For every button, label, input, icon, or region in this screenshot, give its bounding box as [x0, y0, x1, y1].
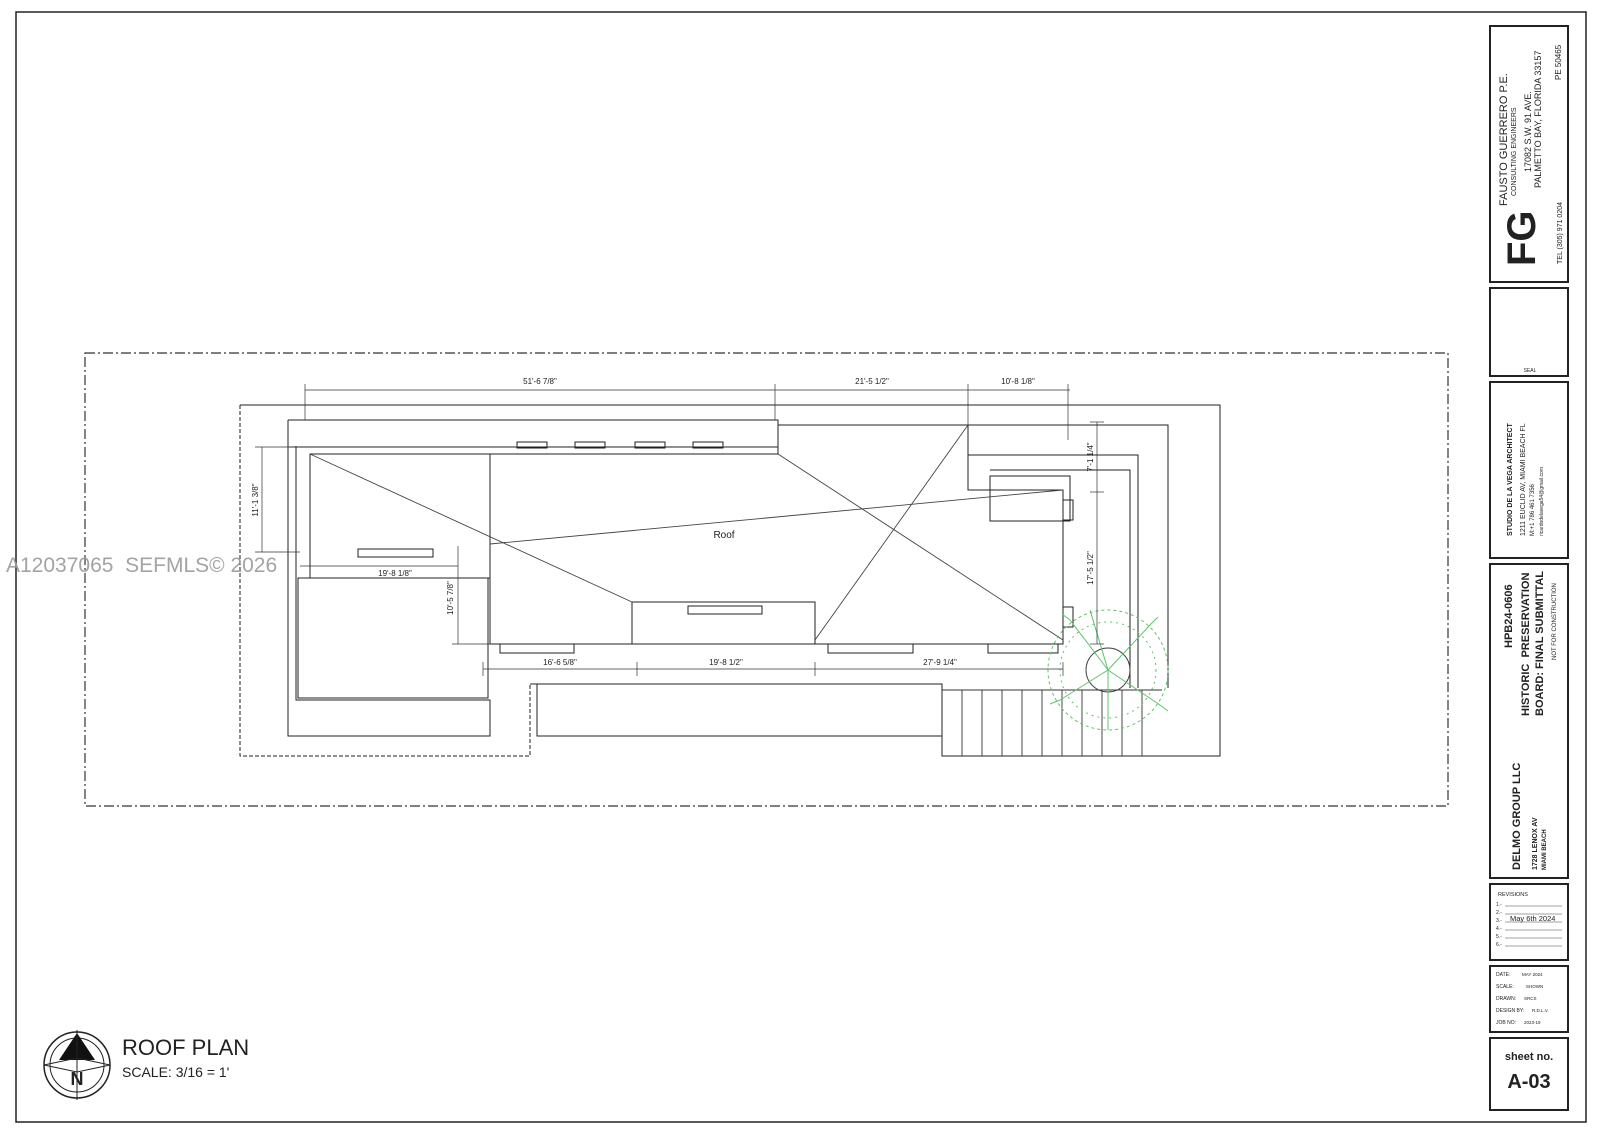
plan-scale: SCALE: 3/16 = 1': [122, 1064, 229, 1080]
info-scale-label: SCALE:: [1496, 984, 1514, 990]
roof-label: Roof: [713, 530, 734, 541]
client-address-1: 1728 LENOX AV: [1532, 817, 1539, 870]
sheet-border: [15, 11, 1587, 1123]
architect-name: STUDIO DE LA VEGA ARCHITECT: [1507, 422, 1514, 536]
revision-item-5: 5.-: [1496, 934, 1502, 940]
dim-mid-1: 19'-8 1/8": [378, 569, 412, 578]
north-letter: N: [71, 1069, 84, 1089]
dim-top-1: 51'-6 7/8": [523, 377, 557, 386]
north-arrow-icon: [43, 1030, 111, 1100]
watermark: A12037065 SEFMLS© 2026: [6, 554, 277, 577]
tree-icon: [1047, 609, 1169, 731]
info-drawn-value: SRCS: [1524, 996, 1537, 1001]
building-outline: [239, 404, 1221, 757]
engineer-logo: FG: [1500, 210, 1544, 266]
info-date-label: DATE:: [1496, 972, 1510, 978]
dimension-lines: [255, 384, 1104, 676]
revision-3-value: May 6th 2024: [1510, 914, 1555, 923]
engineer-name: FAUSTO GUERRERO P.E.: [1498, 73, 1510, 206]
architect-phone: M:+1 786 461 7356: [1530, 483, 1536, 536]
engineer-address-1: 17082 S.W. 91 AVE.: [1523, 91, 1533, 172]
engineer-tel: TEL (305) 971 0204: [1557, 202, 1564, 264]
engineer-subtitle: CONSULTING ENGINEERS: [1511, 107, 1518, 196]
info-design-label: DESIGN BY:: [1496, 1008, 1524, 1014]
seal-label: SEAL: [1524, 368, 1537, 374]
revisions-title: REVISIONS: [1498, 892, 1528, 898]
info-drawn-label: DRAWN:: [1496, 996, 1516, 1002]
project-note: NOT FOR CONSTRUCTION: [1552, 583, 1558, 660]
sheet-number: A-03: [1507, 1071, 1550, 1093]
project-line-2: BOARD: FINAL SUBMITTAL: [1534, 571, 1546, 716]
plan-title: ROOF PLAN: [122, 1035, 249, 1060]
property-line: [84, 352, 1449, 807]
dim-right-1: 7'-1 1/4": [1086, 442, 1095, 471]
info-design-value: R.D.L.V.: [1532, 1008, 1549, 1013]
dim-bottom-1: 16'-6 5/8": [543, 658, 577, 667]
title-block: [1489, 25, 1569, 1111]
revision-item-4: 4.-: [1496, 926, 1502, 932]
engineer-pe: PE 50465: [1554, 44, 1563, 80]
dim-mid-2: 10'-5 7/8": [446, 581, 455, 615]
dim-bottom-2: 19'-8 1/2": [709, 658, 743, 667]
dim-top-2: 21'-5 1/2": [855, 377, 889, 386]
dim-left-1: 11'-1 3/8": [251, 483, 260, 516]
architect-address: 1211 EUCLID AV, MIAMI BEACH FL: [1520, 423, 1527, 536]
deck-boards: [942, 689, 1162, 756]
revision-item-3: 3.-: [1496, 918, 1502, 924]
info-job-value: 2023-19: [1524, 1020, 1541, 1025]
client-address-2: MIAMI BEACH: [1542, 829, 1548, 870]
info-job-label: JOB NO:: [1496, 1020, 1516, 1026]
info-date-value: MAY 2024: [1522, 972, 1543, 977]
project-line-1: HISTORIC PRESERVATION: [1520, 573, 1532, 716]
info-scale-value: SHOWN: [1526, 984, 1543, 989]
architect-email: ricardodelavega54@gmail.com: [1539, 467, 1545, 536]
sheet-label: sheet no.: [1505, 1051, 1553, 1063]
dim-right-2: 17'-5 1/2": [1086, 551, 1095, 585]
engineer-address-2: PALMETTO BAY, FLORIDA 33157: [1533, 51, 1543, 188]
roof-diagonals: [309, 424, 1064, 641]
dim-top-3: 10'-8 1/8": [1001, 377, 1035, 386]
revision-item-1: 1.-: [1496, 902, 1502, 908]
revision-item-6: 6.-: [1496, 942, 1502, 948]
project-number: HPB24-0606: [1503, 584, 1515, 648]
revision-item-2: 2.-: [1496, 910, 1502, 916]
revisions-lines: [1505, 905, 1562, 947]
dim-bottom-3: 27'-9 1/4": [923, 658, 957, 667]
client-name: DELMO GROUP LLC: [1511, 763, 1523, 870]
